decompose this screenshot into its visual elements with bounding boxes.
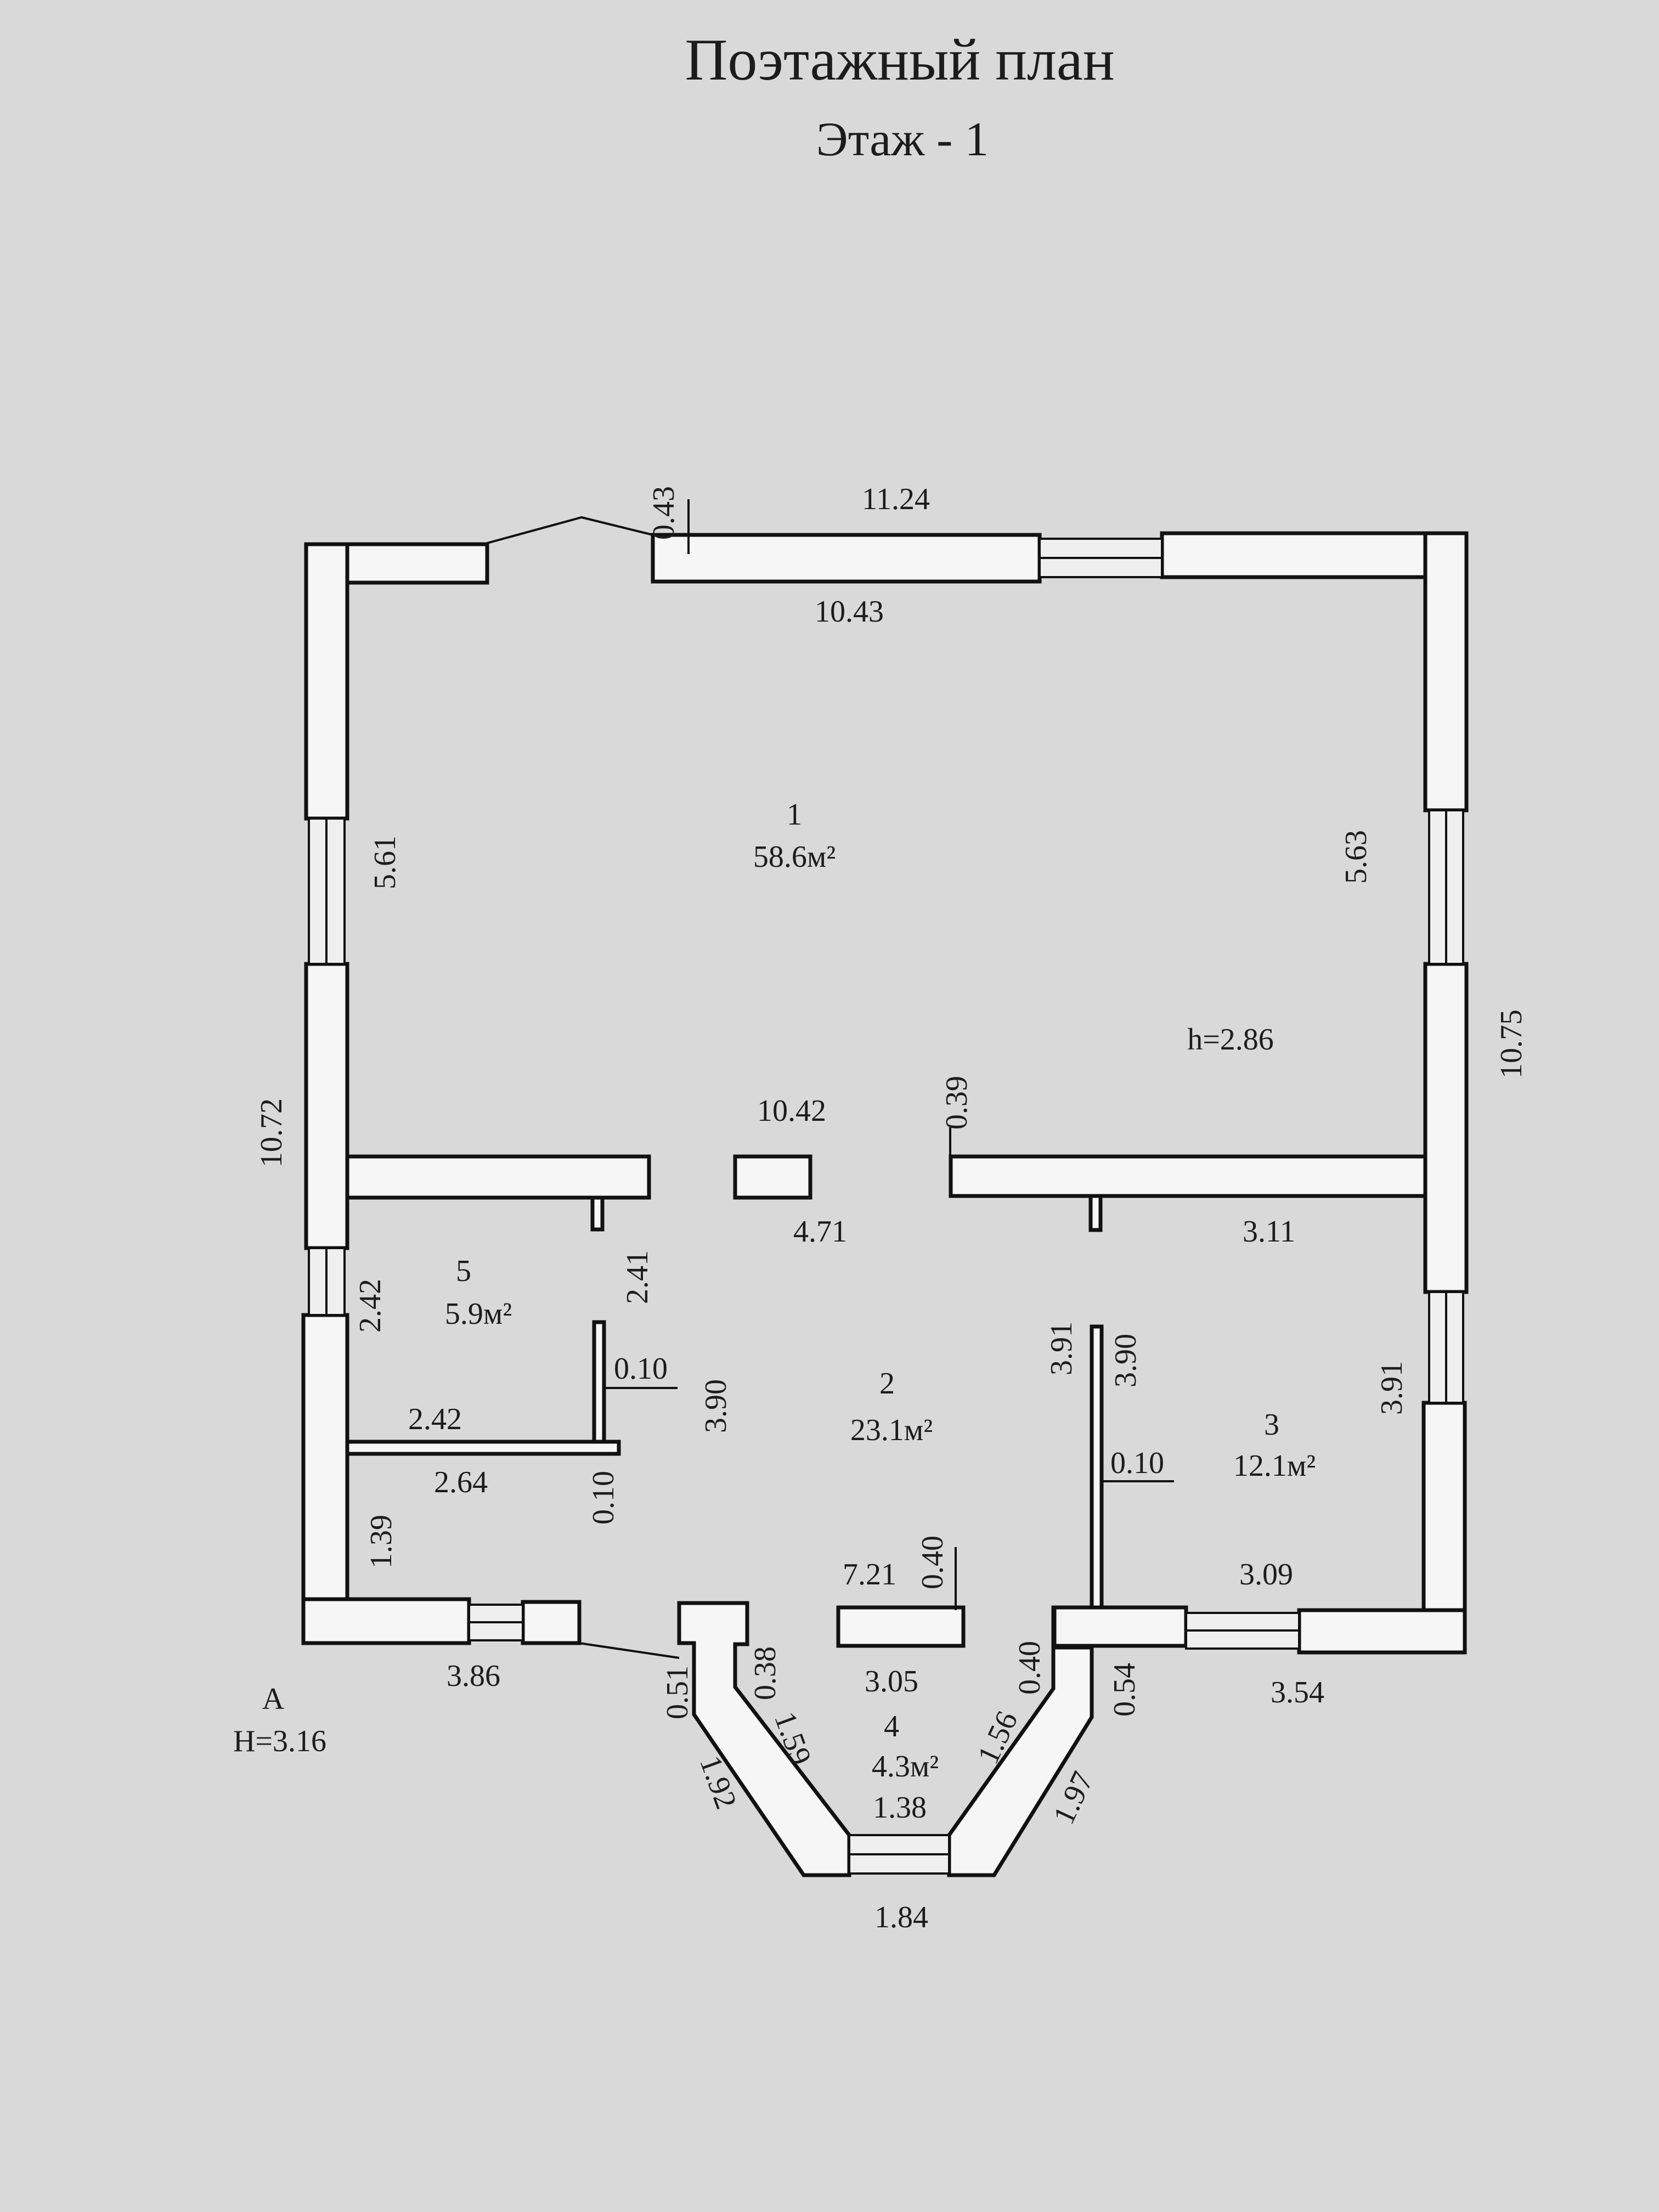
door-lines — [487, 516, 680, 1659]
dim-bay-left-wall: 0.51 — [661, 1666, 695, 1719]
wall-right-1 — [1423, 531, 1469, 812]
dim-partition-thin-left-v: 0.10 — [586, 1471, 620, 1525]
dim-partition-thin-right: 0.10 — [1110, 1446, 1164, 1480]
dim-top-inner: 10.43 — [815, 595, 884, 629]
dim-bay-right-outer-wall: 0.54 — [1108, 1663, 1142, 1717]
wall-bottom-left-pier — [521, 1600, 582, 1645]
dim-right-outer: 10.75 — [1494, 1009, 1528, 1079]
room-4-number: 4 — [884, 1709, 899, 1743]
dim-opening-width: 4.71 — [793, 1215, 847, 1249]
bay-wall-right — [947, 1605, 1094, 1877]
dim-top-outer: 11.24 — [862, 482, 930, 516]
dim-hall-height: 3.90 — [699, 1379, 733, 1433]
dim-room5-height: 2.42 — [353, 1279, 387, 1333]
wall-top-right — [1160, 531, 1469, 579]
partition-room5-h — [345, 1440, 621, 1456]
dim-right-upper-partition: 3.11 — [1243, 1215, 1295, 1249]
bottom-door-line — [579, 1642, 680, 1659]
dim-bay-bottom-inner: 1.38 — [873, 1791, 927, 1825]
top-door-line — [487, 516, 653, 544]
interior-partitions — [345, 1154, 1427, 1648]
room-1-number: 1 — [787, 798, 802, 832]
windows — [308, 538, 1464, 1875]
room-1-area: 58.6м² — [753, 840, 836, 874]
stub-left — [590, 1195, 605, 1232]
dim-bay-left-inner-wall: 0.38 — [748, 1646, 782, 1700]
dim-bay-bottom-outer: 1.84 — [874, 1900, 928, 1934]
marker-height: H=3.16 — [233, 1724, 326, 1758]
hall-bottom-block — [836, 1605, 966, 1648]
dim-left-outer: 10.72 — [255, 1098, 289, 1167]
dim-hall-bottom-wall: 0.40 — [916, 1536, 950, 1589]
dim-room3-left-a: 3.91 — [1045, 1322, 1079, 1375]
dim-room3-right: 3.91 — [1375, 1361, 1409, 1415]
partition-left — [345, 1154, 651, 1200]
wall-left-2 — [304, 962, 349, 1250]
plan-subtitle: Этаж - 1 — [816, 113, 989, 166]
plan-title: Поэтажный план — [685, 27, 1114, 93]
room-5-number: 5 — [456, 1254, 471, 1288]
ceiling-height-label: h=2.86 — [1187, 1023, 1274, 1057]
room-4-area: 4.3м² — [872, 1750, 939, 1784]
bay-wall-left — [677, 1601, 851, 1877]
room-2-area: 23.1м² — [850, 1413, 933, 1447]
dim-room3-bottom-outer: 3.54 — [1271, 1675, 1324, 1709]
partition-room5-v — [592, 1320, 606, 1445]
stub-right — [1088, 1194, 1103, 1232]
dim-partition-thin-left: 0.10 — [614, 1352, 668, 1386]
room-labels: 1 58.6м² 2 23.1м² 3 12.1м² 4 4.3м² 5 5.9… — [233, 798, 1316, 1784]
dim-top-wall: 0.43 — [647, 486, 681, 540]
dim-partition-thickness: 0.39 — [940, 1076, 974, 1130]
dim-bottom-left: 3.86 — [447, 1659, 500, 1693]
dim-room3-left-b: 3.90 — [1109, 1334, 1143, 1387]
dimension-labels: 11.24 10.43 10.42 4.71 3.11 0.10 2.42 2.… — [408, 482, 1324, 1934]
room-3-area: 12.1м² — [1233, 1449, 1316, 1483]
dimension-labels-vertical: 0.43 5.61 10.72 5.63 10.75 0.39 2.42 2.4… — [255, 486, 1528, 1830]
marker-letter: А — [262, 1682, 285, 1716]
dim-hall-bottom: 7.21 — [843, 1558, 896, 1592]
wall-right-2 — [1423, 962, 1469, 1294]
dim-bay-opening: 3.05 — [865, 1664, 918, 1699]
wall-bottom-left — [301, 1597, 471, 1645]
dim-left-lower: 1.39 — [364, 1515, 398, 1568]
dim-ticks — [604, 499, 1174, 1610]
wall-left-1 — [304, 542, 349, 821]
room-3-number: 3 — [1264, 1408, 1279, 1442]
dim-left-inner-top: 5.61 — [368, 836, 402, 889]
room-5-area: 5.9м² — [445, 1297, 512, 1331]
partition-right — [949, 1154, 1427, 1198]
dim-room5-partition: 2.41 — [620, 1250, 654, 1304]
dim-right-inner-top: 5.63 — [1339, 830, 1373, 884]
wall-top-main — [651, 533, 1042, 584]
wall-bottom-right-2 — [1297, 1608, 1467, 1655]
dim-partition-length: 10.42 — [757, 1094, 826, 1128]
dim-hall-left-width: 2.64 — [434, 1465, 488, 1499]
dim-room3-bottom-inner: 3.09 — [1239, 1558, 1293, 1592]
partition-room3-v — [1090, 1324, 1104, 1610]
room-2-number: 2 — [879, 1367, 895, 1401]
dim-bay-right-wall: 0.40 — [1013, 1641, 1047, 1695]
exterior-walls — [301, 531, 1469, 1877]
dim-room5-width: 2.42 — [408, 1402, 462, 1436]
wall-left-3 — [301, 1313, 349, 1645]
column-center — [733, 1154, 812, 1200]
wall-bottom-right — [1052, 1605, 1188, 1648]
